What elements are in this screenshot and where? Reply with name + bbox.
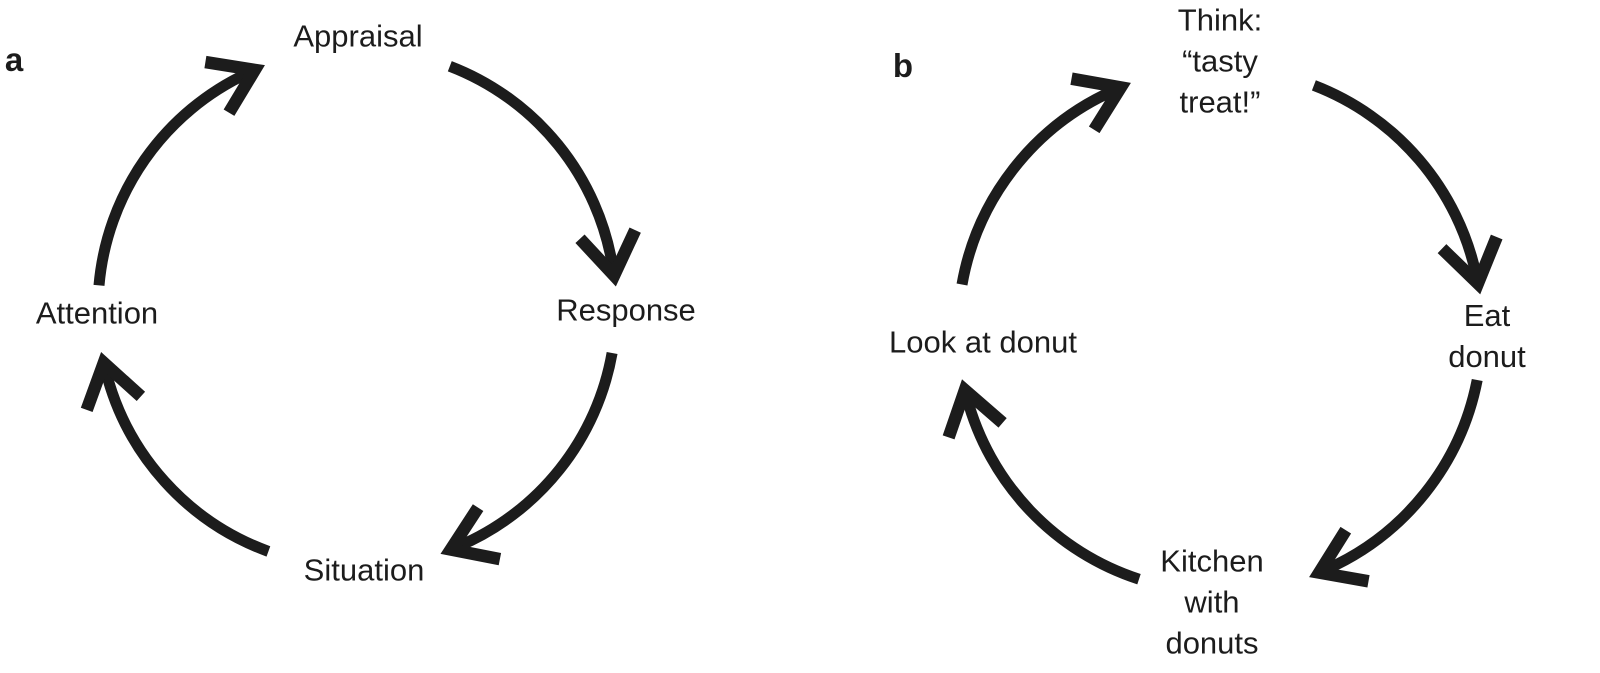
arc-curve: [456, 352, 618, 552]
arrow-appraisal-to-response: [447, 61, 641, 287]
arrowhead-icon: [575, 227, 641, 287]
arrowhead-icon: [440, 504, 502, 566]
node-attention: Attention: [35, 295, 159, 331]
arrow-think-to-eat: [1311, 80, 1503, 295]
arc-curve: [93, 68, 250, 286]
arc-curve: [961, 396, 1141, 585]
node-situation: Situation: [303, 552, 425, 588]
arrow-response-to-situation: [440, 352, 618, 566]
arrow-look-to-think: [956, 72, 1131, 286]
arc-curve: [100, 369, 271, 557]
panel-a-letter: a: [4, 41, 24, 78]
node-think-tasty-treat: Think: “tasty treat!”: [1177, 2, 1263, 120]
arrowhead-icon: [204, 55, 265, 116]
node-look-at-donut: Look at donut: [889, 324, 1077, 360]
arrow-kitchen-to-look: [942, 379, 1141, 585]
arrowhead-icon: [1437, 234, 1503, 295]
arc-curve: [956, 85, 1116, 286]
arc-curve: [447, 61, 619, 269]
arc-curve: [1324, 378, 1483, 575]
arrow-eat-to-kitchen: [1309, 378, 1483, 588]
node-eat-donut: Eat donut: [1448, 298, 1526, 374]
arrowhead-icon: [80, 352, 146, 413]
arrow-attention-to-appraisal: [93, 55, 265, 286]
node-kitchen-with-donuts: Kitchen with donuts: [1160, 543, 1264, 661]
arrow-situation-to-attention: [80, 352, 271, 557]
node-response: Response: [556, 292, 696, 328]
panel-b-letter: b: [892, 47, 914, 84]
arrowhead-icon: [1070, 72, 1131, 134]
arc-curve: [1311, 80, 1482, 277]
arrowhead-icon: [1309, 526, 1370, 588]
node-appraisal: Appraisal: [293, 18, 423, 54]
arrowhead-icon: [942, 379, 1007, 440]
